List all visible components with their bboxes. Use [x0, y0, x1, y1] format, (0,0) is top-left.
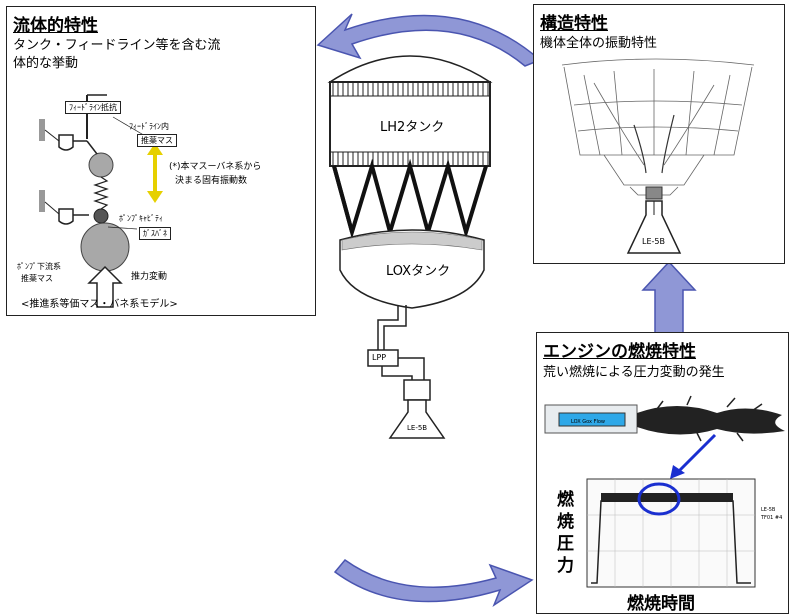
combustion-title: エンジンの燃焼特性 [543, 342, 696, 362]
svg-text:LE-5B: LE-5B [761, 507, 776, 513]
label-feedline-mass-bottom: 推薬マス [137, 134, 177, 147]
svg-text:LOX Gox Flow: LOX Gox Flow [571, 419, 605, 425]
label-feedline-resistance: ﾌｨｰﾄﾞﾗｲﾝ抵抗 [65, 101, 121, 114]
svg-text:TF01 #4: TF01 #4 [760, 515, 782, 521]
combustion-ylabel-3: 圧 [557, 534, 574, 554]
label-gas-spring: ｶﾞｽﾊﾞﾈ [139, 227, 171, 240]
fluid-panel: 流体的特性 タンク・フィードライン等を含む流 体的な挙動 [6, 6, 316, 316]
combustion-desc: 荒い燃焼による圧力変動の発生 [543, 365, 725, 380]
combustion-panel: エンジンの燃焼特性 荒い燃焼による圧力変動の発生 LOX Gox Flow LE… [536, 332, 789, 614]
structure-desc: 機体全体の振動特性 [540, 36, 658, 51]
label-pump-downstream-2: 推薬マス [21, 274, 53, 283]
label-pump-cavity: ﾎﾟﾝﾌﾟｷｬﾋﾞﾃｨ [119, 214, 163, 223]
vehicle-structure-drawing [561, 58, 755, 254]
lpp-label: LPP [372, 353, 387, 362]
combustion-ylabel-4: 力 [557, 556, 574, 576]
combustion-ylabel-2: 焼 [557, 512, 574, 532]
structure-engine-label: LE-5B [642, 237, 665, 246]
fluid-title: 流体的特性 [13, 16, 98, 36]
fluid-desc-line1: タンク・フィードライン等を含む流 [13, 38, 221, 53]
combustion-xlabel: 燃焼時間 [627, 594, 695, 614]
lox-tank-label: LOXタンク [386, 264, 451, 279]
label-feedline-mass-top: ﾌｨｰﾄﾞﾗｲﾝ内 [129, 122, 169, 131]
label-frequency-line1: (*)本マスーバネ系から [169, 162, 262, 172]
structure-title: 構造特性 [540, 14, 608, 34]
structure-panel: 構造特性 機体全体の振動特性 LE-5B [533, 4, 785, 264]
mass-spring-model [39, 94, 163, 308]
label-thrust-variation: 推力変動 [131, 272, 168, 282]
fluid-caption: <推進系等価マス・バネ系モデル> [21, 299, 178, 310]
label-frequency-line2: 決まる固有振動数 [175, 176, 248, 186]
combustion-visual: LOX Gox Flow LE-5B TF01 #4 [544, 395, 785, 588]
combustion-ylabel-1: 燃 [557, 490, 574, 510]
lh2-tank-label: LH2タンク [380, 120, 445, 135]
engine-label: LE-5B [407, 424, 428, 432]
label-pump-downstream-1: ﾎﾟﾝﾌﾟ下流系 [17, 262, 61, 271]
fluid-desc-line2: 体的な挙動 [13, 56, 79, 71]
